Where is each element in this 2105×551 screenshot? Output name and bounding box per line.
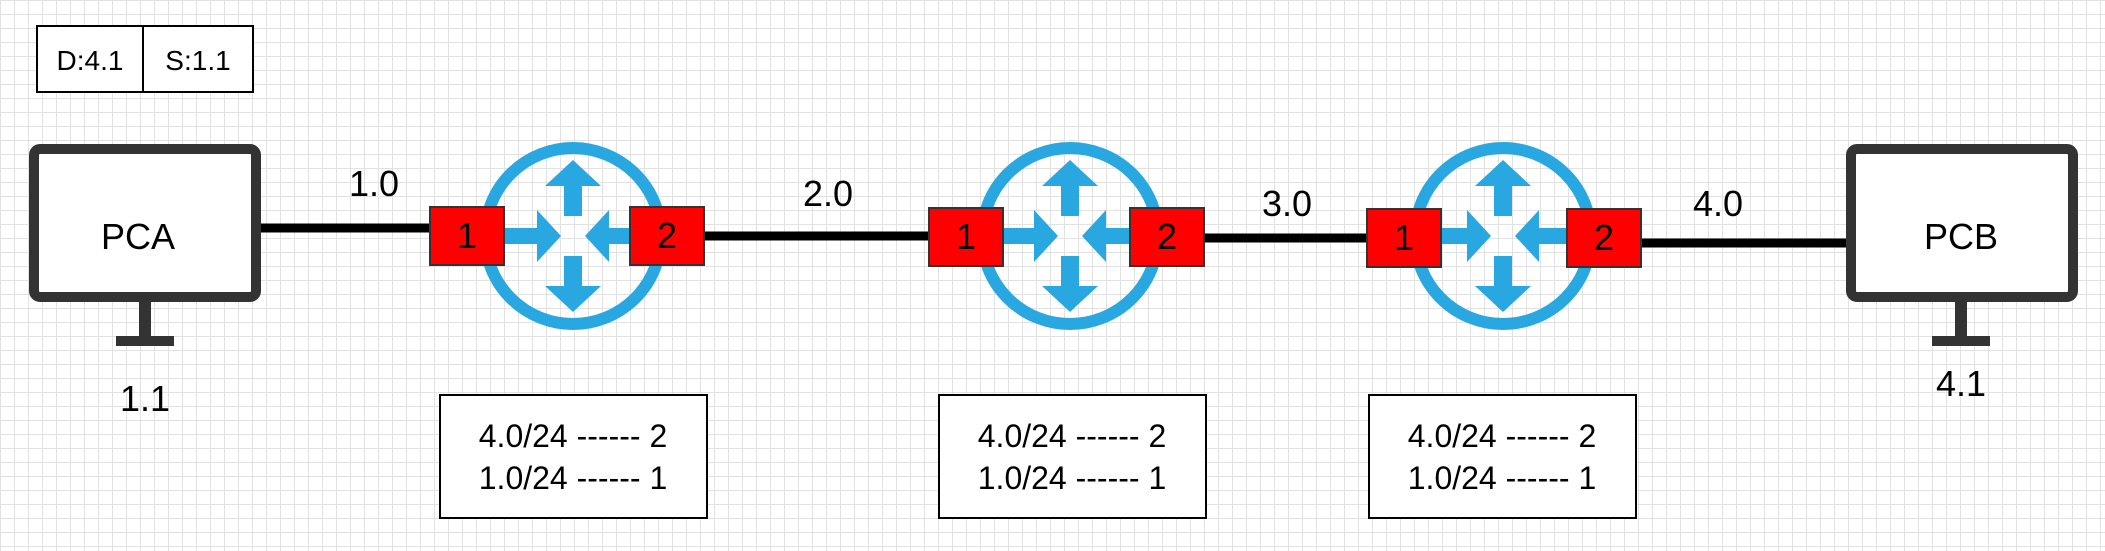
port-number: 2 xyxy=(1157,216,1177,257)
route-entry: 4.0/24 ------ 2 xyxy=(479,418,667,454)
port-number: 2 xyxy=(1594,217,1614,258)
router-2[interactable]: 1 2 xyxy=(928,148,1205,324)
routing-table-2: 4.0/24 ------ 2 1.0/24 ------ 1 xyxy=(938,394,1207,519)
packet-source: S:1.1 xyxy=(165,45,230,76)
monitor-icon xyxy=(1846,144,2078,346)
host-name: PCB xyxy=(1924,216,1998,257)
monitor-icon xyxy=(29,144,261,346)
host-address: 4.1 xyxy=(1936,363,1986,404)
host-pcb[interactable]: PCB 4.1 xyxy=(1846,144,2078,404)
host-address: 1.1 xyxy=(120,378,170,419)
port-right[interactable]: 2 xyxy=(629,206,705,266)
network-label-2: 2.0 xyxy=(803,173,853,214)
port-right[interactable]: 2 xyxy=(1566,208,1642,268)
port-left[interactable]: 1 xyxy=(429,206,505,266)
network-label-3: 3.0 xyxy=(1262,183,1312,224)
links xyxy=(248,223,1852,248)
port-right[interactable]: 2 xyxy=(1129,207,1205,267)
network-label-4: 4.0 xyxy=(1693,183,1743,224)
port-number: 1 xyxy=(1394,217,1414,258)
port-number: 1 xyxy=(457,215,477,256)
host-name: PCA xyxy=(101,216,175,257)
host-pca[interactable]: PCA 1.1 xyxy=(29,144,261,419)
route-entry: 4.0/24 ------ 2 xyxy=(978,418,1166,454)
packet-header: D:4.1 S:1.1 xyxy=(36,25,254,93)
port-left[interactable]: 1 xyxy=(928,207,1004,267)
routing-table-3: 4.0/24 ------ 2 1.0/24 ------ 1 xyxy=(1368,394,1637,519)
network-label-1: 1.0 xyxy=(349,163,399,204)
route-entry: 1.0/24 ------ 1 xyxy=(1408,460,1596,496)
port-left[interactable]: 1 xyxy=(1366,208,1442,268)
packet-destination: D:4.1 xyxy=(57,45,124,76)
routing-table-1: 4.0/24 ------ 2 1.0/24 ------ 1 xyxy=(439,394,708,519)
router-3[interactable]: 1 2 xyxy=(1366,148,1642,324)
route-entry: 1.0/24 ------ 1 xyxy=(978,460,1166,496)
router-1[interactable]: 1 2 xyxy=(429,148,705,324)
port-number: 1 xyxy=(956,216,976,257)
route-entry: 1.0/24 ------ 1 xyxy=(479,460,667,496)
port-number: 2 xyxy=(657,215,677,256)
route-entry: 4.0/24 ------ 2 xyxy=(1408,418,1596,454)
